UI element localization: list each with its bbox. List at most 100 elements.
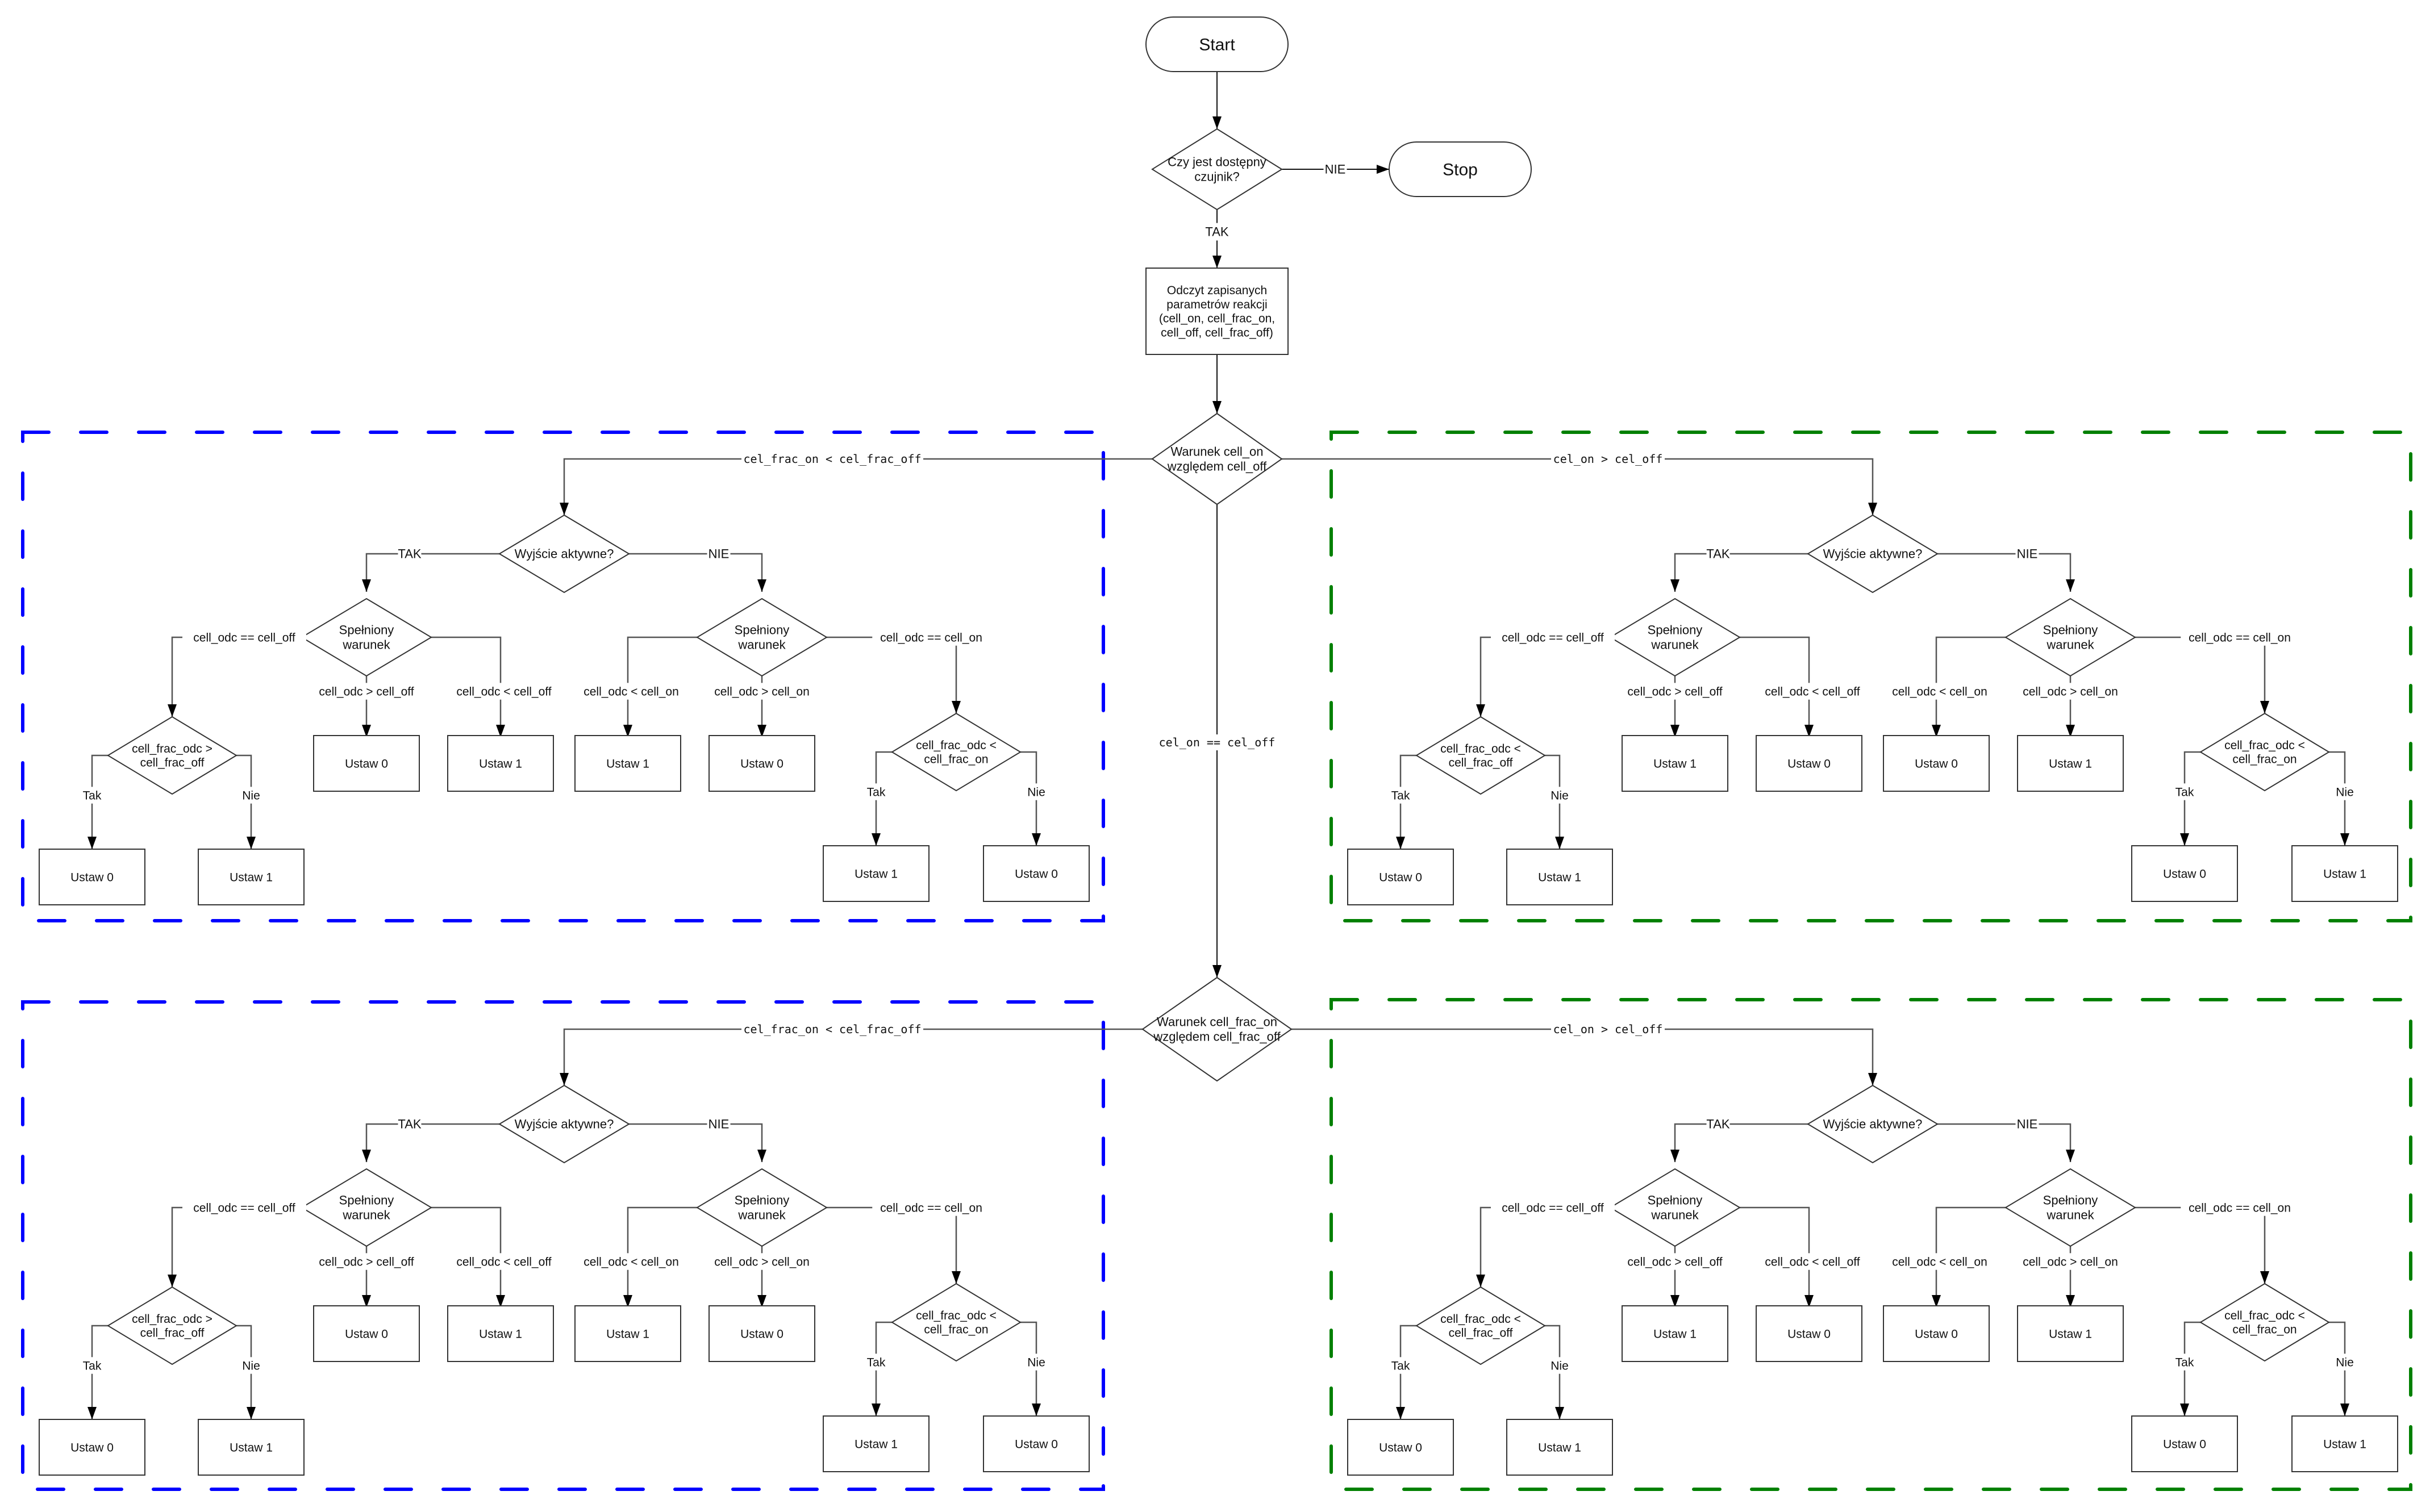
g1-right-yes-lt-result [1756, 735, 1862, 792]
g2-left-yes-frac-no-result-label: Ustaw 1 [230, 1441, 273, 1454]
g2-right-no-label: NIE [2017, 1117, 2038, 1131]
g2-right-yes-edge-eq [1479, 1206, 1610, 1287]
g1-left-no-frac-yes-label-bg [865, 783, 887, 800]
g2-right-no-eq-label: cell_odc == cell_on [2189, 1201, 2291, 1214]
g1-left-yes-lt-result-label: Ustaw 1 [479, 757, 522, 770]
g1-right-yes-cond-decision [1609, 598, 1741, 677]
g1-left-yes-gt-label-bg [307, 683, 426, 700]
arrowhead-icon [2066, 1295, 2075, 1308]
g1-right-no-lt-label: cell_odc < cell_on [1892, 685, 1987, 698]
g2-left-yes-gt-label-bg [307, 1253, 426, 1270]
g2-right-yes-lt-label: cell_odc < cell_off [1765, 1255, 1860, 1268]
g2-right-yes-frac-yes-label: Tak [1391, 1359, 1410, 1372]
start-terminal [1145, 16, 1289, 72]
g2-left-yes-cond-decision [301, 1168, 432, 1247]
arrowhead-icon [1670, 1150, 1679, 1162]
g2-left-no-lt-label: cell_odc < cell_on [584, 1255, 679, 1268]
g1-left-yes-frac-yes-label: Tak [83, 789, 102, 802]
arrowhead-icon [2180, 833, 2189, 846]
g1-right-yes-frac-no-result [1506, 849, 1613, 905]
g2-left-yes-lt-result [447, 1305, 554, 1362]
g2-left-yes-frac-decision-label: cell_frac_odc >cell_frac_off [132, 1313, 212, 1340]
g1-left-no-edge-eq [827, 636, 957, 713]
g1-left-yes-label-bg [398, 545, 422, 563]
g1-left-no-frac-edge-yes [875, 751, 892, 846]
g2-left-no-label-bg [707, 1115, 731, 1133]
group-frame-left-bottom [21, 1000, 1105, 1491]
g2-left-yes-lt-label-bg [445, 1253, 563, 1270]
g2-right-output-decision [1807, 1084, 1939, 1164]
g2-right-no-gt-label-bg [2014, 1253, 2127, 1270]
arrowhead-icon [247, 837, 256, 849]
stop-terminal [1389, 141, 1532, 197]
g1-left-yes-frac-no-label: Nie [242, 789, 260, 802]
g1-right-yes-gt-label-bg [1616, 683, 1734, 700]
g1-right-output-decision [1807, 514, 1939, 594]
g2-left-yes-gt-result-label: Ustaw 0 [345, 1327, 388, 1340]
g1-right-yes-eq-label: cell_odc == cell_off [1502, 631, 1604, 644]
main2-left-label: cel_frac_on < cel_frac_off [743, 1022, 921, 1036]
arrowhead-icon [1396, 837, 1405, 849]
g2-left-no-lt-result-label: Ustaw 1 [606, 1327, 649, 1340]
g1-right-no-frac-no-label: Nie [2336, 786, 2354, 799]
g1-left-no-gt-label-bg [706, 683, 818, 700]
arrowhead-icon [1476, 1275, 1485, 1287]
g2-right-no-frac-edge-no [2329, 1321, 2346, 1416]
arrowhead-icon [1804, 1295, 1814, 1308]
g1-left-no-gt-label: cell_odc > cell_on [714, 685, 810, 698]
g1-right-no-lt-result [1883, 735, 1990, 792]
g1-right-yes-frac-no-label-bg [1548, 787, 1571, 804]
arrowhead-icon [1396, 1407, 1405, 1419]
g1-left-no-frac-decision-label: cell_frac_odc <cell_frac_on [916, 739, 997, 766]
g2-right-no-frac-yes-label-bg [2173, 1354, 2196, 1371]
g2-right-yes-cond-decision [1609, 1168, 1741, 1247]
g2-right-yes-frac-no-label-bg [1548, 1357, 1571, 1374]
g2-right-no-gt-result [2017, 1305, 2124, 1362]
g1-left-no-frac-decision [891, 712, 1022, 792]
arrowhead-icon [362, 579, 371, 592]
sensor-no-label-bg [1323, 160, 1347, 178]
arrowhead-icon [1932, 725, 1941, 737]
sensor-no-label: NIE [1325, 162, 1346, 177]
g1-left-no-frac-edge-no [1020, 751, 1037, 846]
arrowhead-icon [560, 503, 569, 515]
g2-right-no-gt-result-label: Ustaw 1 [2049, 1327, 2092, 1340]
group-frame-left-top [21, 431, 1105, 922]
g1-right-yes-frac-edge-no [1545, 754, 1561, 849]
g2-left-yes-eq-label-bg [182, 1199, 306, 1216]
g1-left-no-eq-label: cell_odc == cell_on [880, 631, 982, 644]
g2-right-no-label-bg [2015, 1115, 2039, 1133]
main1-edge-right [1282, 458, 1874, 515]
arrowhead-icon [757, 1295, 766, 1308]
g1-right-no-frac-yes-result-label: Ustaw 0 [2163, 867, 2206, 880]
g1-right-no-edge-eq [2135, 636, 2266, 713]
arrowhead-icon [1804, 725, 1814, 737]
sensor-decision [1151, 128, 1283, 211]
g1-left-yes-frac-no-result [198, 849, 305, 905]
arrowhead-icon [2180, 1404, 2189, 1416]
g2-right-yes-eq-label: cell_odc == cell_off [1502, 1201, 1604, 1214]
arrowhead-icon [872, 1404, 881, 1416]
g2-left-no-frac-yes-label-bg [865, 1354, 887, 1371]
g1-left-no-label-bg [707, 545, 731, 563]
g1-right-no-frac-yes-result [2131, 845, 2238, 902]
arrowhead-icon [560, 1073, 569, 1085]
g1-right-no-frac-edge-no [2329, 751, 2346, 846]
g2-left-no-eq-label-bg [872, 1199, 990, 1216]
g1-right-no-cond-decision [2004, 598, 2136, 677]
g2-right-yes-frac-no-label: Nie [1551, 1359, 1569, 1372]
group-frame-right-bottom [1329, 998, 2412, 1491]
g1-left-no-frac-no-result [983, 845, 1090, 902]
group-frames [21, 431, 2412, 1491]
g1-right-no-gt-label: cell_odc > cell_on [2023, 685, 2118, 698]
g1-right-yes-lt-label-bg [1753, 683, 1872, 700]
arrowhead-icon [1555, 837, 1564, 849]
g1-right-yes-frac-edge-yes [1399, 754, 1416, 849]
g1-right-no-frac-decision [2199, 712, 2330, 792]
arrowhead-icon [1032, 1404, 1041, 1416]
